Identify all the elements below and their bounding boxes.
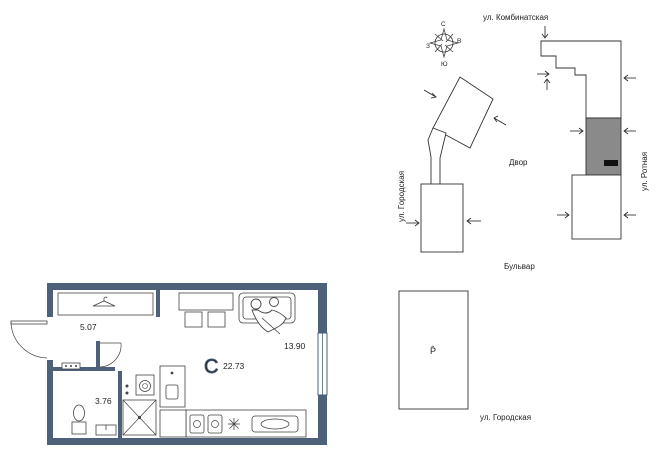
street-gorodskaya-left: ул. Городская xyxy=(397,171,406,222)
label-courtyard: Двор xyxy=(509,158,528,167)
area-kitchen-zone: 13.90 xyxy=(284,341,306,351)
dining-table xyxy=(178,292,234,328)
street-gorodskaya-bottom: ул. Городская xyxy=(480,413,531,422)
label-boulevard: Бульвар xyxy=(504,262,535,271)
radiator xyxy=(61,362,81,370)
wall-wardrobe-end xyxy=(156,290,160,317)
wall-bath-right xyxy=(118,371,122,438)
sink-icon xyxy=(95,424,117,436)
street-kombinatskaya: ул. Комбинатская xyxy=(483,13,548,22)
wall-right-lower xyxy=(318,395,327,445)
wall-left-lower xyxy=(47,360,53,445)
wall-hall-bath xyxy=(53,367,115,371)
washing-machine-icon xyxy=(135,374,155,396)
parking-label: P̂ xyxy=(430,346,436,356)
bathroom-door xyxy=(99,342,122,368)
building-right xyxy=(540,40,622,240)
hanger-icon xyxy=(92,300,116,307)
compass-e: В xyxy=(457,38,461,45)
wall-bottom xyxy=(47,438,327,445)
building-left xyxy=(420,76,494,253)
wall-right-upper xyxy=(318,283,327,333)
floor-plan: С 5.07 3.76 22.73 13.90 xyxy=(10,283,328,445)
shower-icon xyxy=(122,399,157,436)
toilet-icon xyxy=(71,404,87,435)
compass-icon: С В Ю З xyxy=(426,21,461,68)
entrance-arrows xyxy=(406,26,636,227)
highlighted-section xyxy=(585,117,622,176)
wardrobe xyxy=(57,292,154,316)
street-rotnaya: ул. Ротная xyxy=(640,152,649,191)
wall-top xyxy=(47,283,327,290)
parking-lot xyxy=(398,290,469,410)
area-studio: 22.73 xyxy=(223,361,245,371)
sofa-with-people xyxy=(238,292,296,335)
kitchen-counter xyxy=(159,365,307,438)
area-hall: 5.07 xyxy=(80,322,97,332)
studio-marker: С xyxy=(204,356,218,378)
entrance-marker xyxy=(604,160,618,166)
area-bathroom: 3.76 xyxy=(95,396,112,406)
wall-left-upper xyxy=(47,283,53,317)
compass-w: З xyxy=(426,43,430,50)
site-plan: С В Ю З P̂ xyxy=(397,13,649,422)
compass-s: Ю xyxy=(441,61,448,68)
wall-hall-stub xyxy=(96,341,100,367)
entrance-door xyxy=(10,320,48,359)
snowflake-icon xyxy=(228,418,240,430)
compass-n: С xyxy=(441,21,446,28)
